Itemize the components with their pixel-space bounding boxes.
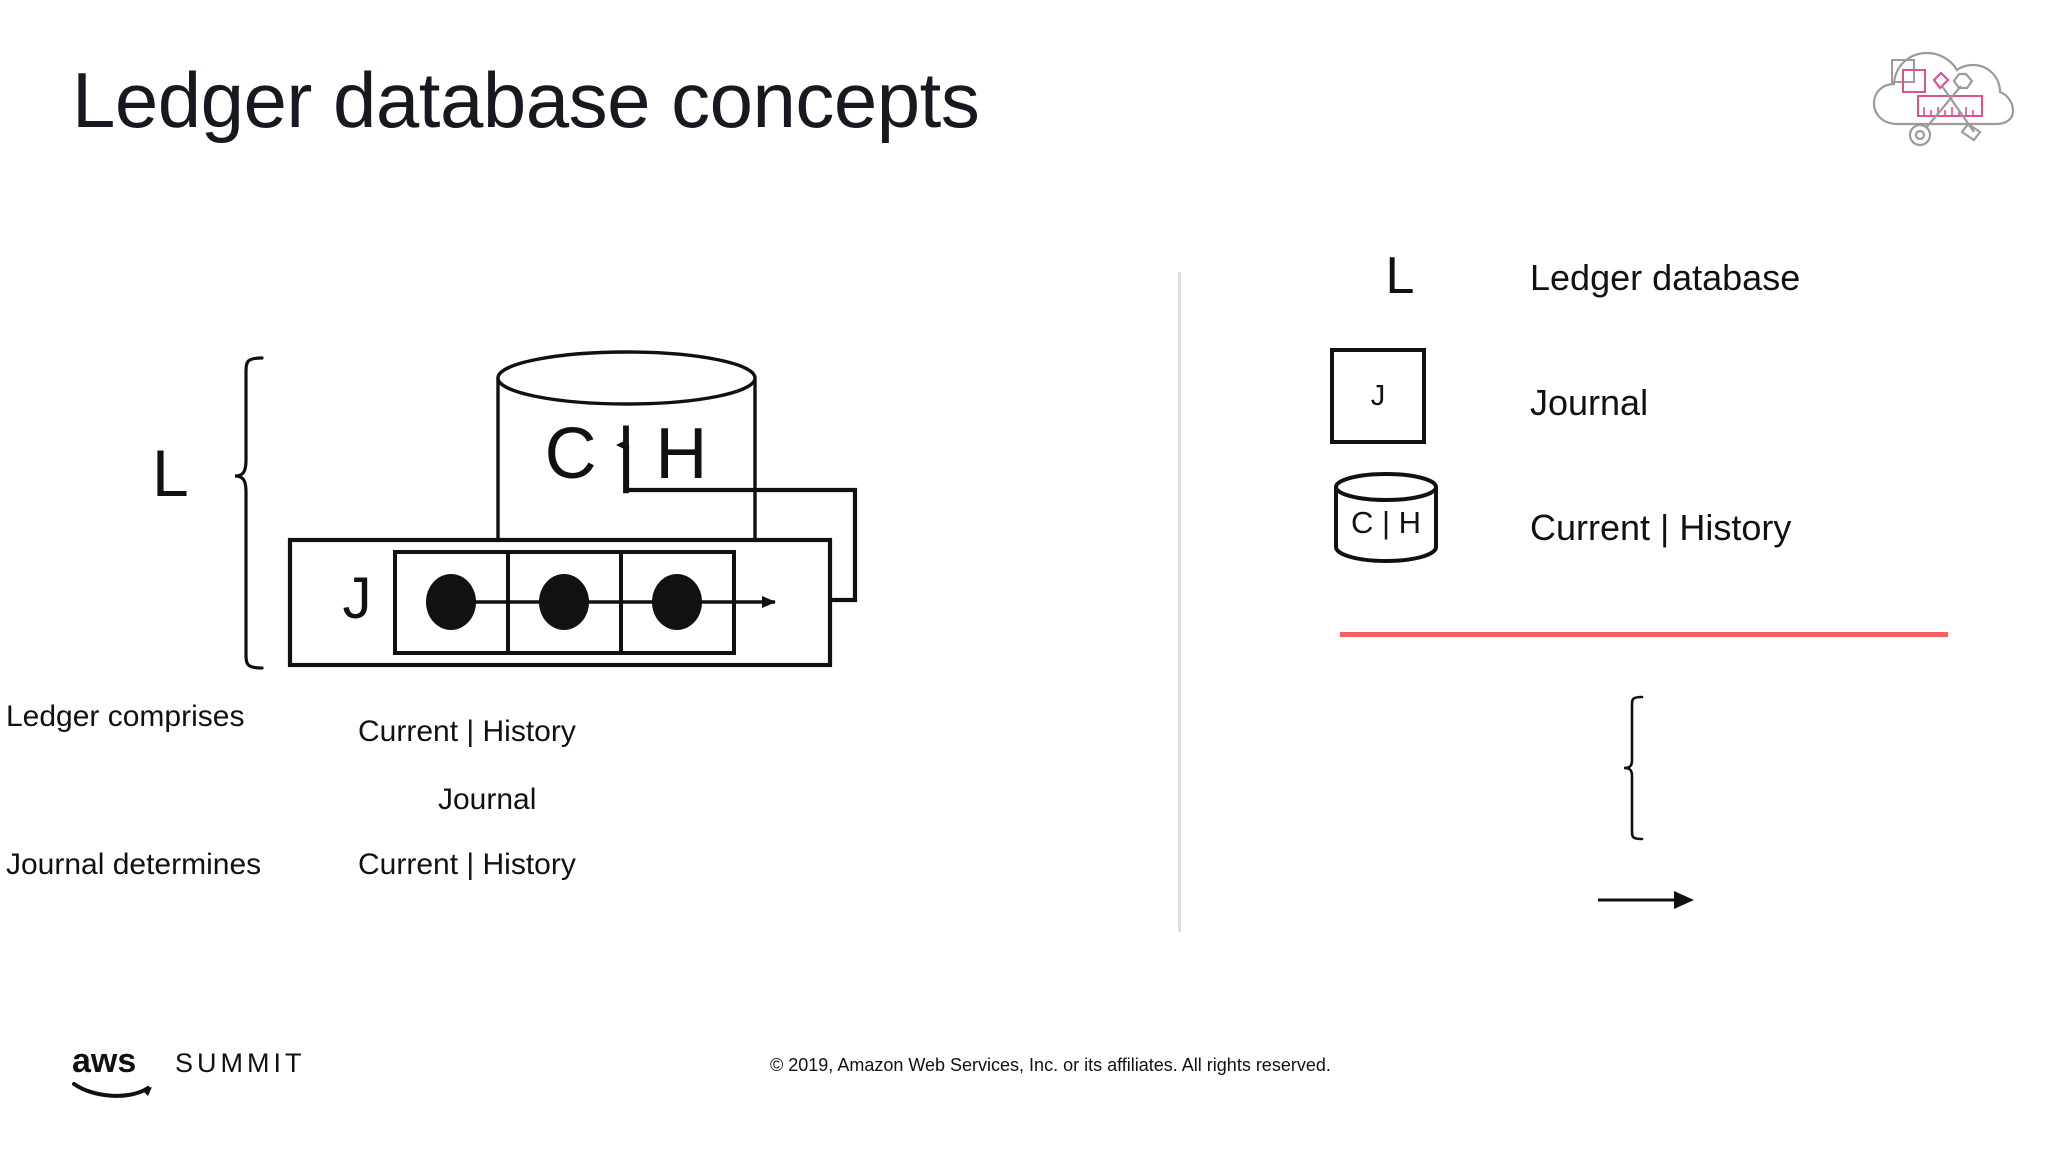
legend-label-journal: Journal (1530, 381, 1649, 423)
journal-block-dot (426, 574, 476, 630)
ledger-brace (234, 356, 264, 670)
relation-label-ledger-comprises: Ledger comprises (6, 700, 245, 733)
section-divider (1178, 272, 1181, 932)
relation-brace (1608, 694, 1668, 842)
ledger-letter-icon: L (1385, 247, 1415, 305)
legend-label-current-history: Current | History (1530, 506, 1792, 548)
legend-item-current-history: C | H Current | History (1330, 465, 1990, 590)
page-title: Ledger database concepts (72, 56, 980, 144)
legend-label-ledger: Ledger database (1530, 256, 1801, 298)
ledger-label: L (152, 436, 189, 510)
cloud-tools-icon (1862, 28, 2022, 153)
relation-label-journal-determines: Journal determines (6, 848, 262, 881)
aws-smile-icon (72, 1082, 150, 1098)
legend-symbol-journal: J (1330, 340, 1470, 462)
relation-arrow-icon (1596, 885, 1706, 915)
red-separator-line (1340, 632, 1948, 637)
relation-target-current-history: Current | History (358, 715, 576, 748)
journal-box: J (287, 537, 833, 668)
legend-symbol-current-history: C | H (1330, 465, 1470, 587)
copyright-text: © 2019, Amazon Web Services, Inc. or its… (770, 1055, 1331, 1075)
legend-item-journal: J Journal (1330, 340, 1990, 465)
legend: L Ledger database J Journal C | H Curren… (1330, 215, 1990, 590)
aws-wordmark: aws (72, 1042, 136, 1080)
svg-text:C | H: C | H (1351, 505, 1421, 540)
journal-box-icon: J (1330, 348, 1426, 444)
relation-target-current-history-2: Current | History (358, 848, 576, 881)
legend-symbol-ledger: L (1330, 215, 1470, 337)
relation-target-journal: Journal (438, 783, 537, 816)
journal-block-dot (539, 574, 589, 630)
cylinder-icon: C | H (1334, 472, 1438, 564)
summit-wordmark: SUMMIT (175, 1048, 305, 1078)
aws-summit-logo: aws SUMMIT (72, 1042, 312, 1104)
legend-item-ledger-database: L Ledger database (1330, 215, 1990, 340)
journal-label: J (343, 566, 372, 631)
ledger-diagram: L C | H J (0, 300, 1120, 950)
journal-block-dot (652, 574, 702, 630)
